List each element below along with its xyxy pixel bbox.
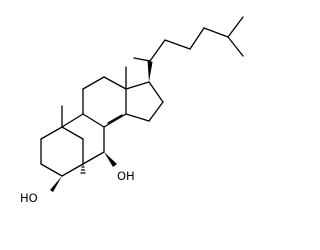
bond-c20-c22: [149, 39, 166, 62]
ring-c: [82, 76, 127, 128]
bond-c10-c1: [40, 126, 63, 140]
bond-c25-c27: [227, 36, 244, 57]
ring-d: [125, 81, 164, 122]
wedge-c3-oh: [50, 176, 62, 192]
molecular-structure-diagram: HO OH: [20, 16, 244, 205]
bond-c12-c13: [103, 76, 127, 90]
bond-c8-c14-double: [107, 114, 123, 124]
bond-c5-c10: [61, 126, 84, 140]
bond-c25-c26: [227, 16, 244, 38]
wedge-c7-oh: [104, 152, 117, 167]
bond-c16-c17: [148, 81, 164, 103]
bond-c22-c23: [164, 39, 191, 50]
bond-c2-c3: [40, 163, 63, 177]
side-chain: [133, 16, 244, 62]
bond-c15-c16: [148, 101, 164, 122]
bond-c24-c25: [203, 27, 229, 38]
angular-methyls: [61, 66, 127, 128]
bond-c11-c12: [82, 76, 105, 90]
ring-b: [61, 113, 105, 165]
bond-c14-c15: [125, 113, 150, 122]
stereo-bonds: [50, 60, 153, 192]
bond-c23-c24: [189, 27, 205, 50]
bond-c20-c21-methyl: [133, 57, 151, 62]
bond-c17-c13: [125, 81, 150, 90]
bond-c14-c8: [103, 113, 127, 128]
hydroxyl-label-3: HO: [20, 191, 38, 205]
bond-c10-c9: [61, 113, 84, 128]
bond-c7-c6: [82, 151, 105, 165]
bond-c9-c8: [82, 113, 105, 128]
hashed-c5-h: [80, 163, 86, 174]
ring-a: [40, 126, 84, 177]
hydroxyl-label-7: OH: [117, 169, 135, 183]
wedge-c17-c20: [147, 60, 153, 82]
bond-c3-c4: [61, 163, 84, 177]
